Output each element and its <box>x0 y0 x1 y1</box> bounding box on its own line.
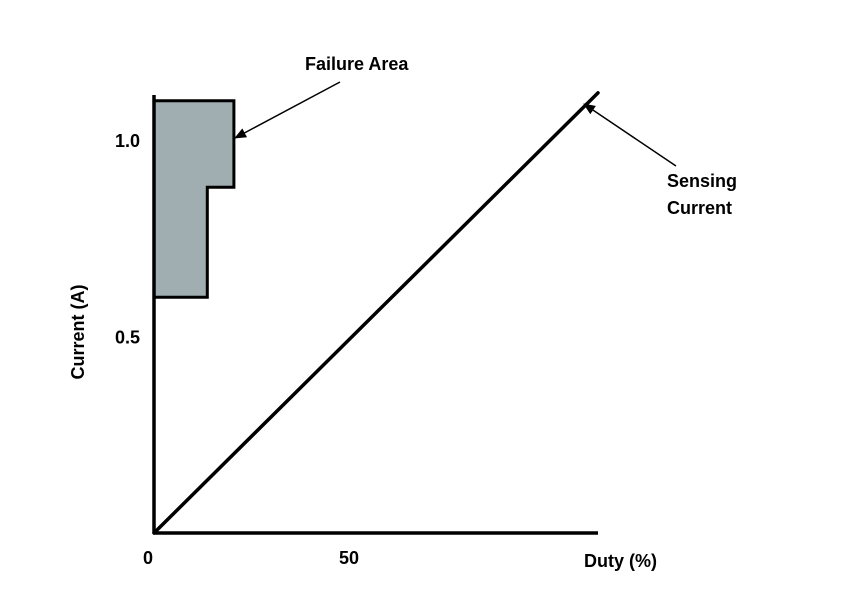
failure-area-arrow <box>234 81 341 139</box>
sensing-current-annotation-line-2: Current <box>667 198 732 218</box>
x-axis-label: Duty (%) <box>584 551 657 571</box>
y-axis-label: Current (A) <box>68 285 88 380</box>
sensing-current-annotation-line-1: Sensing <box>667 171 737 191</box>
x-tick-label: 0 <box>143 548 153 568</box>
failure-area-region <box>152 99 236 299</box>
sensing-current-arrow <box>583 103 677 167</box>
y-tick-label: 1.0 <box>115 131 140 151</box>
failure-area-annotation: Failure Area <box>305 54 409 74</box>
y-tick-label: 0.5 <box>115 328 140 348</box>
x-tick-label: 50 <box>339 548 359 568</box>
sensing-current-line <box>152 91 600 535</box>
